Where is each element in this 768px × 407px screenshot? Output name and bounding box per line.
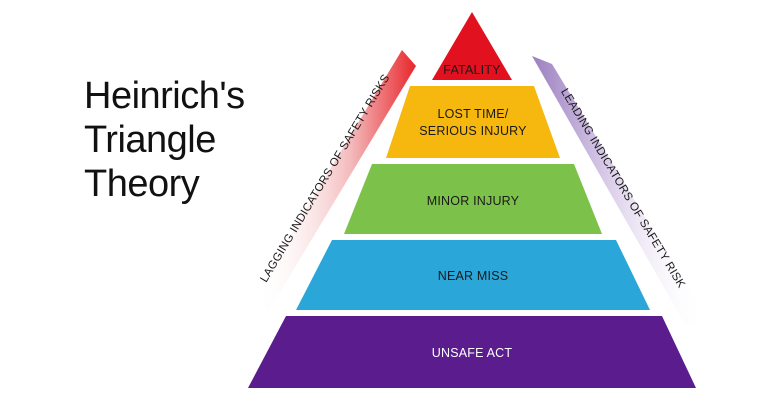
tier-serious-injury-label-1: LOST TIME/ xyxy=(437,107,508,121)
tier-minor-injury-shape xyxy=(344,164,602,234)
tier-minor-injury: MINOR INJURY xyxy=(344,164,602,234)
leading-band-shape xyxy=(532,56,706,326)
tier-minor-injury-label: MINOR INJURY xyxy=(427,194,520,208)
tier-fatality-label: FATALITY xyxy=(443,63,501,77)
tier-unsafe-act: UNSAFE ACT xyxy=(248,316,696,388)
tier-unsafe-act-shape xyxy=(248,316,696,388)
tier-near-miss-label: NEAR MISS xyxy=(438,269,509,283)
title-line-1: Heinrich's xyxy=(84,75,245,117)
tier-near-miss-shape xyxy=(296,240,650,310)
title-line-3: Theory xyxy=(84,163,200,205)
tier-serious-injury-shape xyxy=(386,86,560,158)
tier-near-miss: NEAR MISS xyxy=(296,240,650,310)
tier-serious-injury: LOST TIME/ SERIOUS INJURY xyxy=(386,86,560,158)
tier-unsafe-act-label: UNSAFE ACT xyxy=(432,346,513,360)
tier-fatality: FATALITY xyxy=(432,12,512,80)
lagging-band-shape xyxy=(256,50,416,312)
tier-fatality-shape xyxy=(432,12,512,80)
tier-serious-injury-label-2: SERIOUS INJURY xyxy=(419,124,527,138)
title-line-2: Triangle xyxy=(84,119,216,161)
